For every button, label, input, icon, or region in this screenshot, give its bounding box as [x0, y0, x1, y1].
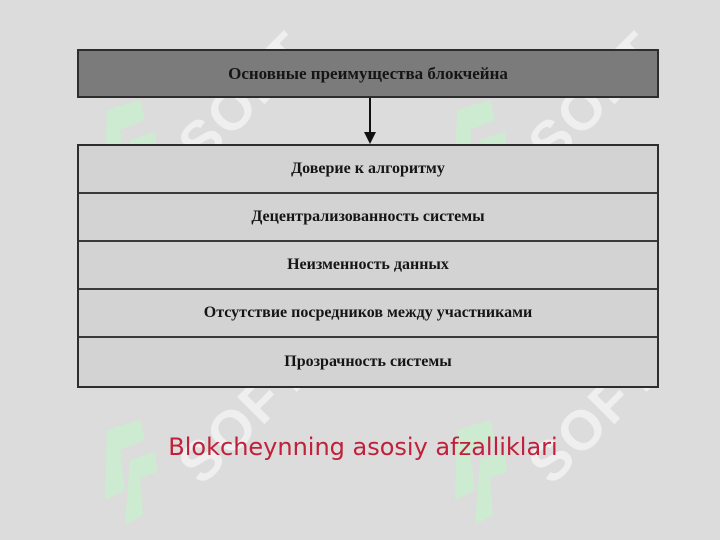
- slide-caption: Blokcheynning asosiy afzalliklari: [168, 433, 558, 461]
- down-arrow-icon: [364, 98, 376, 144]
- list-item: Доверие к алгоритму: [79, 146, 657, 194]
- advantages-list: Доверие к алгоритму Децентрализованность…: [77, 144, 659, 388]
- diagram-header: Основные преимущества блокчейна: [77, 49, 659, 98]
- list-item: Децентрализованность системы: [79, 194, 657, 242]
- list-item: Отсутствие посредников между участниками: [79, 290, 657, 338]
- list-item: Неизменность данных: [79, 242, 657, 290]
- list-item: Прозрачность системы: [79, 338, 657, 386]
